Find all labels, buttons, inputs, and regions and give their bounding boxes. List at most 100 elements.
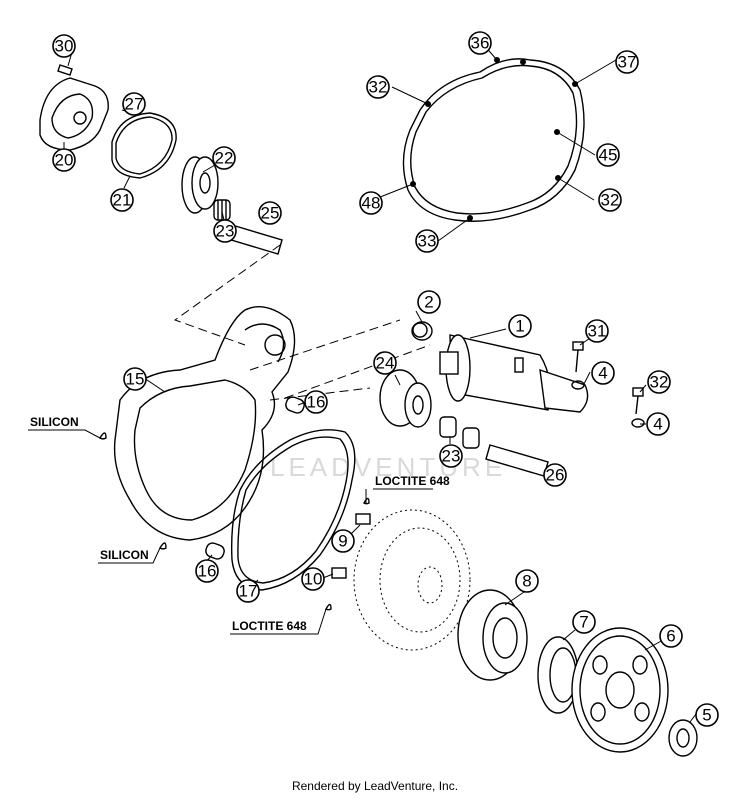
callout-36: 36 [468,31,492,55]
needle-bearings-pair [439,416,480,449]
washer-upper [571,380,585,390]
flywheel-rotor [353,509,471,651]
svg-text:27: 27 [125,95,144,114]
callout-8: 8 [515,569,539,593]
callout-15: 15 [123,367,147,391]
callout-4-lower: 4 [646,412,670,436]
svg-text:4: 4 [653,415,662,434]
callout-23-middle: 23 [439,444,463,468]
needle-bearing-small [213,199,231,221]
svg-text:23: 23 [442,447,461,466]
callout-45: 45 [596,143,620,167]
callout-32-top: 32 [366,75,390,99]
starter-gear [571,627,669,753]
dowel-pin-upper [285,396,305,414]
svg-text:2: 2 [424,293,433,312]
dowel-pin-lower [205,542,225,560]
svg-text:25: 25 [261,204,280,223]
callout-31: 31 [585,319,609,343]
bolt-upper [572,341,584,373]
note-silicon-top: SILICON [30,415,79,429]
svg-text:9: 9 [338,532,347,551]
svg-text:21: 21 [113,191,132,210]
callout-33: 33 [415,229,439,253]
callout-32-mid: 32 [647,370,671,394]
callout-10: 10 [301,567,325,591]
svg-text:45: 45 [599,146,618,165]
svg-text:8: 8 [522,572,531,591]
note-loctite-bottom: LOCTITE 648 [232,619,307,633]
watermark: LEADVENTURE [270,452,507,482]
svg-text:23: 23 [216,222,235,241]
pump-gear [181,156,219,214]
svg-text:7: 7 [579,613,588,632]
callout-21: 21 [110,188,134,212]
svg-text:24: 24 [376,354,395,373]
svg-text:5: 5 [702,706,711,725]
rotor-screws [331,513,371,579]
svg-text:26: 26 [546,466,565,485]
callout-25: 25 [258,201,282,225]
svg-text:36: 36 [471,34,490,53]
svg-text:31: 31 [588,322,607,341]
o-ring-seal [111,112,177,179]
svg-text:4: 4 [598,364,607,383]
callout-9: 9 [331,529,355,553]
svg-text:17: 17 [239,582,258,601]
note-loctite-top: LOCTITE 648 [375,474,450,488]
callout-32-gasket: 32 [598,188,622,212]
bolt-lower [632,387,644,415]
callout-23-top: 23 [213,219,237,243]
needle-bearing-large [668,719,698,757]
callout-20: 20 [52,148,76,172]
freewheel-hub [457,589,528,681]
pump-cover [39,64,109,151]
intermediate-gear [379,369,432,428]
svg-text:16: 16 [198,562,217,581]
callout-16-upper: 16 [304,390,328,414]
note-silicon-bottom: SILICON [100,548,149,562]
leader-lines [28,43,697,723]
callout-4-upper: 4 [591,361,615,385]
svg-text:33: 33 [418,232,437,251]
callout-27: 27 [122,92,146,116]
ignition-cover [113,306,296,541]
starter-motor [412,322,589,413]
svg-text:22: 22 [215,149,234,168]
callout-17: 17 [236,579,260,603]
svg-text:32: 32 [650,373,669,392]
svg-text:30: 30 [55,37,74,56]
gear-shaft [485,444,549,477]
svg-text:48: 48 [362,194,381,213]
svg-text:1: 1 [515,317,524,336]
cover-gasket [402,57,585,222]
callout-22: 22 [212,146,236,170]
svg-text:32: 32 [369,78,388,97]
callout-48: 48 [359,191,383,215]
callout-37: 37 [615,50,639,74]
svg-text:6: 6 [666,627,675,646]
cover-gasket-middle [231,429,356,591]
callout-16-lower: 16 [195,559,219,583]
svg-text:32: 32 [601,191,620,210]
callout-26: 26 [543,463,567,487]
credit-text: Rendered by LeadVenture, Inc. [291,779,459,793]
freewheel [537,636,579,714]
svg-text:37: 37 [618,53,637,72]
callout-5: 5 [695,703,719,727]
svg-text:16: 16 [307,393,326,412]
svg-text:15: 15 [126,370,145,389]
callout-6: 6 [659,624,683,648]
svg-text:10: 10 [304,570,323,589]
loctite-drop-bottom [325,603,332,611]
callout-30: 30 [52,34,76,58]
callout-1: 1 [508,314,532,338]
sealant-drop-top [99,432,107,440]
washer-lower [631,418,645,428]
callout-2: 2 [417,290,441,314]
sealant-drop-bottom [159,542,167,550]
callout-24: 24 [373,351,397,375]
callout-7: 7 [572,610,596,634]
svg-text:20: 20 [55,151,74,170]
